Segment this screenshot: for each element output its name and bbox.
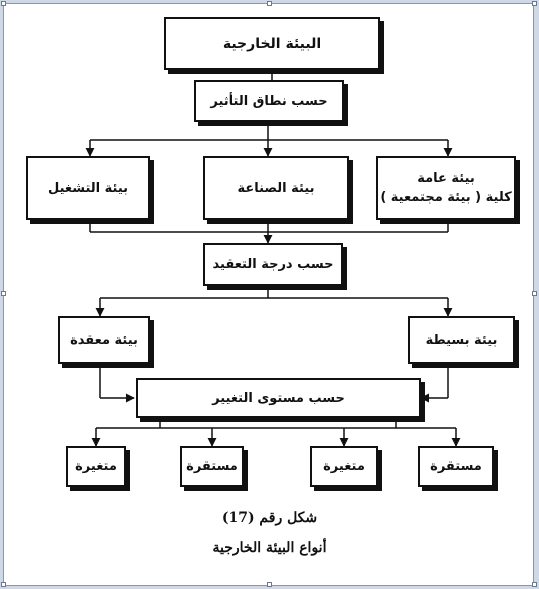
node-stable-2: مستقرة [180, 446, 244, 487]
node-complex-environment-label: بيئة معقدة [70, 332, 138, 348]
node-variable-1-label: متغيرة [323, 459, 365, 474]
node-operating-environment-label: بيئة التشغيل [47, 180, 129, 196]
node-by-change-label: حسب مستوى التغيير [212, 390, 345, 406]
resize-handle-bottom-right[interactable] [532, 582, 537, 587]
node-stable-2-label: مستقرة [186, 459, 238, 474]
resize-handle-top-right[interactable] [532, 1, 537, 6]
resize-handle-bottom-left[interactable] [1, 582, 6, 587]
node-external-environment-label: البيئة الخارجية [222, 35, 322, 52]
node-variable-2: متغيرة [66, 446, 126, 487]
node-general-environment: بيئة عامة كلية ( بيئة مجتمعية ) [376, 156, 516, 220]
node-stable-1-label: مستقرة [430, 459, 482, 474]
node-industry-environment-label: بيئة الصناعة [237, 180, 315, 196]
figure-title: أنواع البيئة الخارجية [212, 540, 327, 556]
node-industry-environment: بيئة الصناعة [203, 156, 349, 220]
node-by-complexity: حسب درجة التعقيد [203, 243, 343, 286]
node-complex-environment: بيئة معقدة [58, 316, 150, 364]
node-by-change: حسب مستوى التغيير [136, 378, 421, 418]
node-variable-1: متغيرة [310, 446, 378, 487]
resize-handle-top-left[interactable] [1, 1, 6, 6]
node-general-environment-sublabel: كلية ( بيئة مجتمعية ) [380, 190, 512, 205]
node-external-environment: البيئة الخارجية [164, 17, 380, 70]
resize-handle-middle-right[interactable] [532, 291, 537, 296]
resize-handle-middle-left[interactable] [1, 291, 6, 296]
node-simple-environment: بيئة بسيطة [408, 316, 515, 364]
node-by-complexity-label: حسب درجة التعقيد [212, 257, 334, 272]
node-variable-2-label: متغيرة [75, 459, 117, 474]
node-general-environment-label: بيئة عامة [417, 171, 475, 186]
resize-handle-bottom-center[interactable] [267, 582, 272, 587]
node-simple-environment-label: بيئة بسيطة [425, 332, 498, 348]
node-by-scope-label: حسب نطاق التأثير [210, 93, 328, 109]
node-operating-environment: بيئة التشغيل [26, 156, 150, 220]
figure-number: شكل رقم (17) [221, 510, 318, 526]
node-stable-1: مستقرة [418, 446, 494, 487]
resize-handle-top-center[interactable] [267, 1, 272, 6]
node-by-scope: حسب نطاق التأثير [194, 80, 344, 122]
